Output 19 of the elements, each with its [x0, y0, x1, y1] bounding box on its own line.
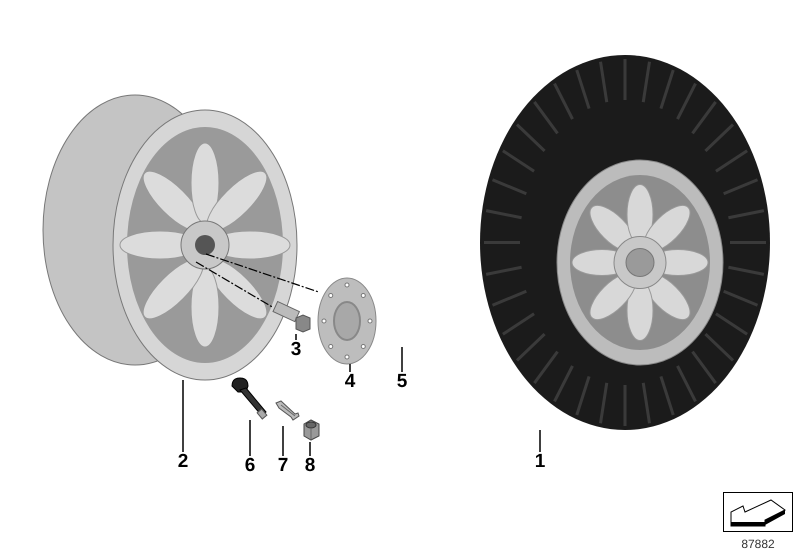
leader-line	[182, 380, 184, 452]
callout-number: 8	[300, 456, 320, 476]
leader-line	[282, 426, 284, 456]
callout-number: 5	[392, 372, 412, 392]
callout-number: 4	[340, 372, 360, 392]
leader-line	[249, 420, 251, 456]
callout-number: 7	[273, 456, 293, 476]
leader-line	[349, 364, 351, 372]
assembly-line	[206, 253, 318, 292]
callout-number: 3	[286, 340, 306, 360]
callout-number: 1	[530, 452, 550, 472]
leader-line	[539, 430, 541, 452]
leader-line	[401, 347, 403, 372]
image-number: 87882	[740, 537, 776, 551]
assembly-line	[196, 261, 272, 308]
callout-number: 2	[173, 452, 193, 472]
leader-line	[309, 442, 311, 456]
callout-number: 6	[240, 456, 260, 476]
leader-line	[295, 334, 297, 340]
